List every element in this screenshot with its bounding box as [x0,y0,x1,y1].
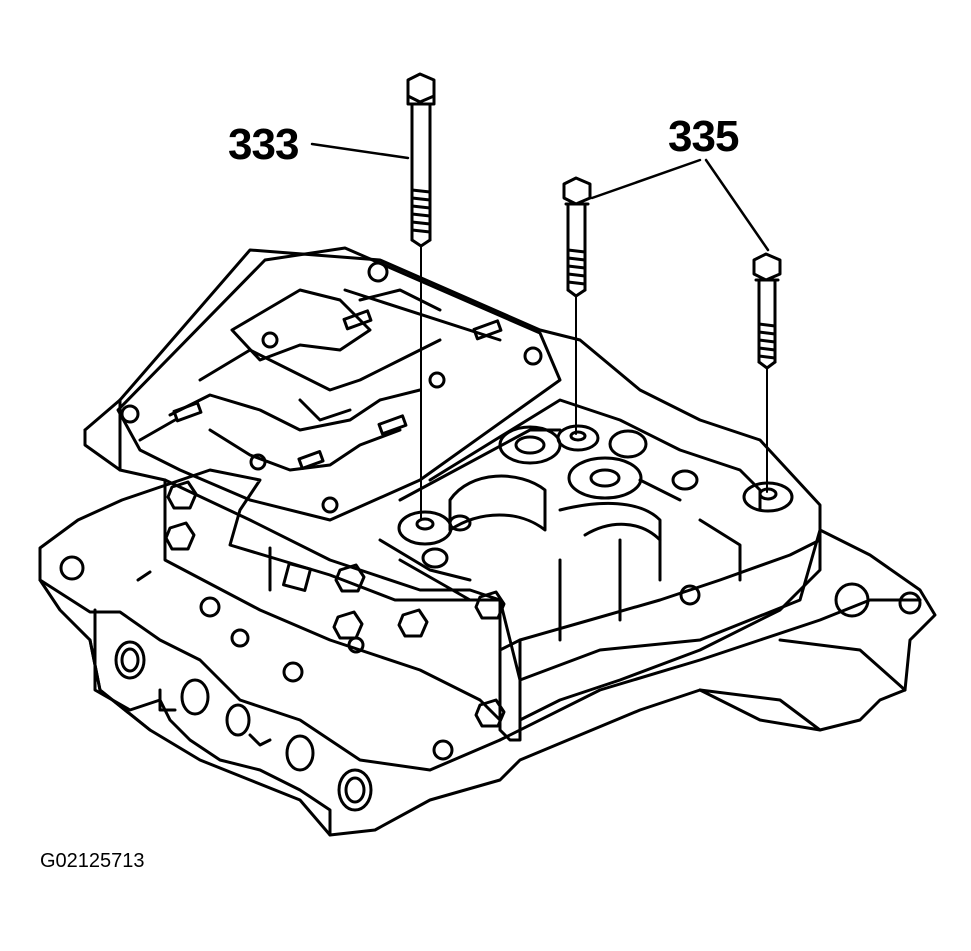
base-holes [61,557,920,759]
bolt-335-left [564,178,590,434]
front-casting-ports [95,610,371,835]
figure-id: G02125713 [40,850,145,872]
leader-lines [312,144,768,250]
valve-body-block [85,250,820,740]
block-hex-bolts [166,482,504,726]
valve-spool-area [400,400,760,640]
callout-335: 335 [668,112,739,161]
callout-333: 333 [228,120,299,169]
separator-plate [118,248,560,520]
base-casting [40,470,935,835]
bolt-335-right [754,254,780,492]
bolt-333 [408,74,434,520]
